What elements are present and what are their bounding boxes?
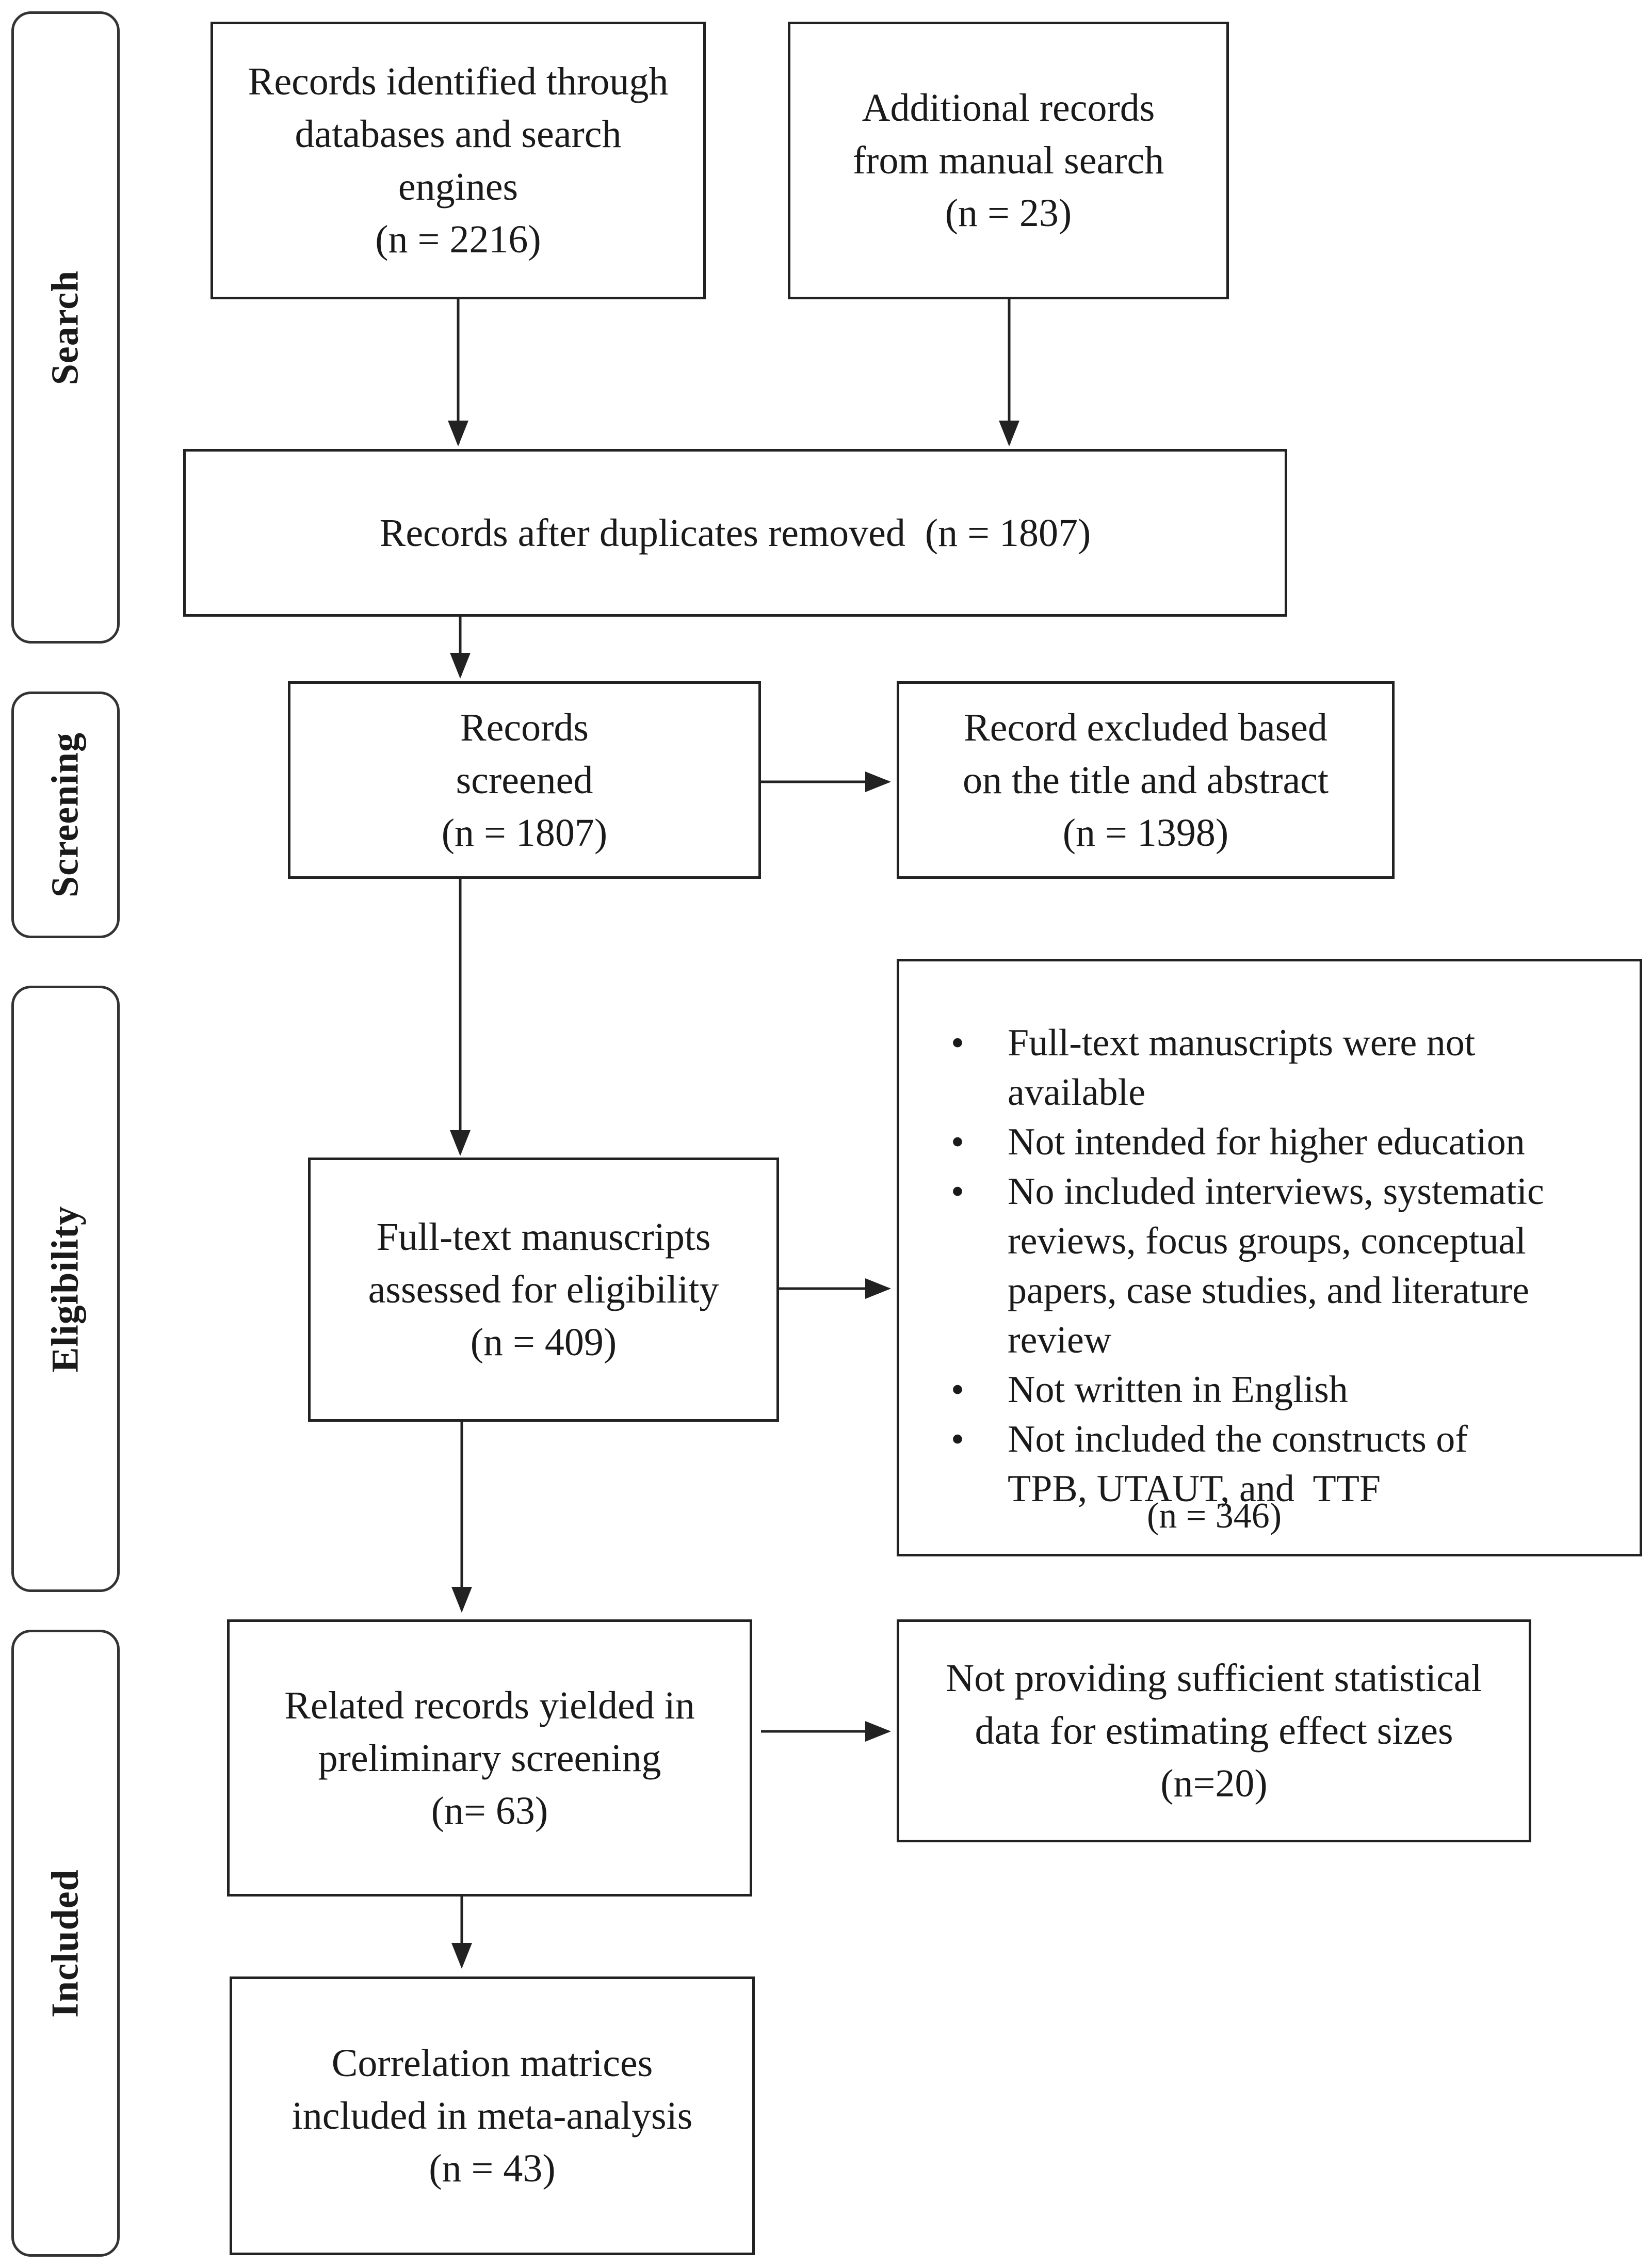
box-line: data for estimating effect sizes [975, 1709, 1453, 1753]
box-line: (n = 1398) [1062, 811, 1229, 855]
box-line: assessed for eligibility [368, 1268, 719, 1311]
exclusion-line: Not intended for higher education [1008, 1121, 1525, 1163]
box-correlation-matrices: Correlation matrices included in meta-an… [230, 1976, 755, 2255]
box-records-screened: Records screened (n = 1807) [288, 681, 761, 879]
box-record-excluded: Record excluded based on the title and a… [897, 681, 1395, 879]
exclusion-item: Not included the constructs of TPB, UTAU… [951, 1415, 1544, 1514]
exclusion-line: Not written in English [1008, 1369, 1348, 1411]
box-line: preliminary screening [318, 1736, 661, 1780]
exclusion-item: Not written in English [951, 1365, 1544, 1415]
exclusion-line: papers, case studies, and literature [1008, 1269, 1529, 1312]
exclusion-line: review [1008, 1319, 1112, 1361]
box-line: (n=20) [1160, 1762, 1268, 1805]
box-line: Records identified through [248, 60, 669, 103]
exclusion-item: No included interviews, systematic revie… [951, 1167, 1544, 1365]
stage-eligibility: Eligibility [11, 986, 120, 1592]
exclusion-count: (n = 346) [1147, 1496, 1282, 1536]
box-line: (n = 409) [470, 1321, 617, 1364]
box-line: (n = 1807) [441, 811, 608, 855]
box-line: (n= 63) [431, 1789, 548, 1833]
box-line: (n = 43) [429, 2147, 556, 2190]
box-line: on the title and abstract [962, 758, 1329, 802]
box-line: (n = 23) [945, 191, 1072, 235]
box-line: Correlation matrices [331, 2042, 653, 2085]
box-records-identified: Records identified through databases and… [210, 22, 706, 299]
exclusion-line: TPB, UTAUT, and TTF [1008, 1468, 1381, 1510]
box-line: Record excluded based [964, 705, 1327, 749]
box-fulltext-assessed: Full-text manuscripts assessed for eligi… [308, 1158, 779, 1422]
stage-included: Included [11, 1630, 120, 2257]
exclusion-item: Not intended for higher education [951, 1117, 1544, 1167]
exclusion-item: Full-text manuscripts were not available [951, 1018, 1544, 1117]
exclusion-line: available [1008, 1071, 1146, 1114]
box-line: Full-text manuscripts [376, 1215, 711, 1259]
exclusion-line: No included interviews, systematic [1008, 1170, 1544, 1213]
box-line: screened [456, 758, 593, 802]
box-line: Additional records [862, 86, 1155, 130]
box-line: included in meta-analysis [291, 2094, 693, 2138]
box-line: Related records yielded in [284, 1683, 695, 1727]
exclusion-line: reviews, focus groups, conceptual [1008, 1220, 1526, 1262]
box-additional-records: Additional records from manual search (n… [788, 22, 1229, 299]
box-line: engines [398, 165, 519, 208]
stage-search: Search [11, 11, 120, 644]
box-line: Not providing sufficient statistical [946, 1657, 1482, 1700]
stage-screening: Screening [11, 692, 120, 938]
box-line: from manual search [852, 139, 1164, 182]
exclusion-reasons-list: Full-text manuscripts were not available… [951, 1018, 1544, 1514]
exclusion-line: Not included the constructs of [1008, 1418, 1468, 1460]
box-line: Records [460, 705, 589, 749]
box-related-records: Related records yielded in preliminary s… [227, 1619, 752, 1897]
box-fulltext-exclusions: Full-text manuscripts were not available… [897, 959, 1642, 1556]
exclusion-line: Full-text manuscripts were not [1008, 1022, 1476, 1064]
box-line: Records after duplicates removed (n = 18… [379, 511, 1091, 555]
box-line: (n = 2216) [375, 218, 541, 261]
box-line: databases and search [295, 113, 622, 156]
box-after-duplicates: Records after duplicates removed (n = 18… [183, 449, 1287, 617]
box-insufficient-data: Not providing sufficient statistical dat… [897, 1619, 1531, 1842]
